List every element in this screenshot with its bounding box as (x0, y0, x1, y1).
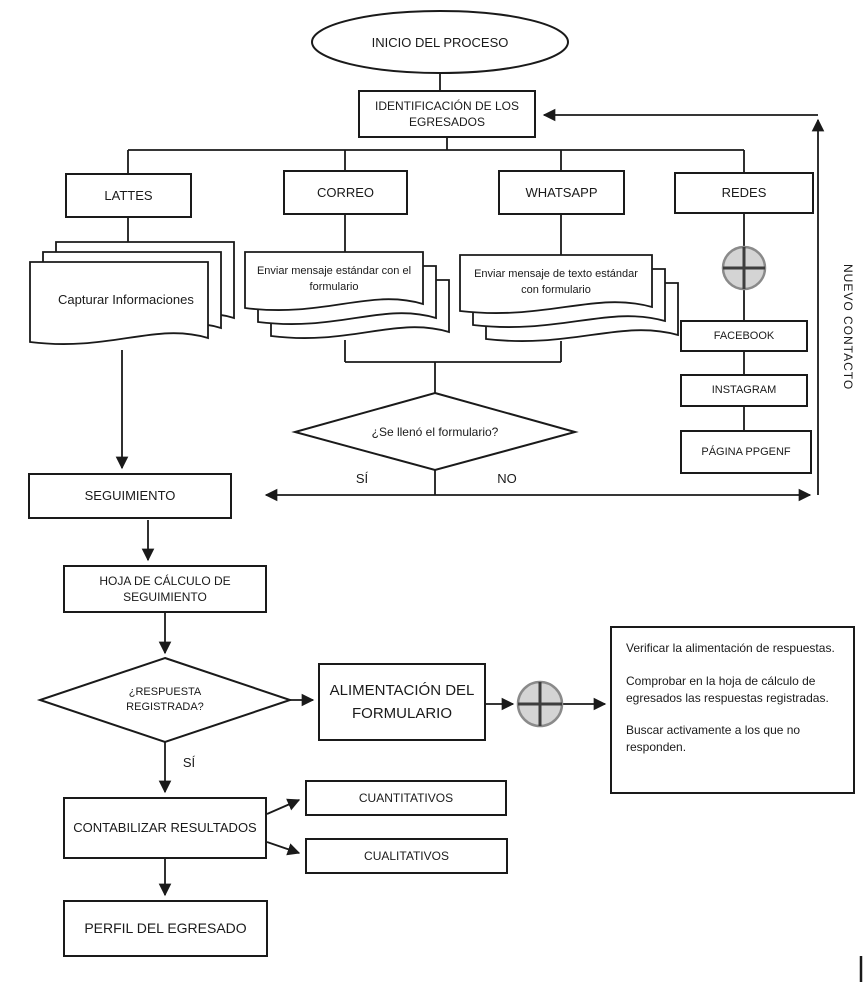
decision-respuesta-label: ¿RESPUESTA REGISTRADA? (126, 685, 204, 713)
start-node-label: INICIO DEL PROCESO (371, 34, 509, 50)
node-cuantitativos: CUANTITATIVOS (305, 780, 507, 816)
node-lattes: LATTES (65, 173, 192, 218)
decision-respuesta-diamond (36, 656, 294, 744)
document-correo-label: Enviar mensaje estándar con el formulari… (256, 265, 412, 293)
node-contabilizar: CONTABILIZAR RESULTADOS (63, 797, 267, 859)
node-cualitativos: CUALITATIVOS (305, 838, 508, 874)
branch-si-label: SÍ (355, 470, 369, 486)
start-ellipse (311, 10, 569, 74)
document-capturar-label: Capturar Informaciones (58, 291, 194, 307)
node-hoja-calculo: HOJA DE CÁLCULO DE SEGUIMIENTO (63, 565, 267, 613)
decision-formulario-label: ¿Se llenó el formulario? (371, 425, 499, 439)
document-stack-lattes (29, 241, 235, 345)
verification-note-box: Verificar la alimentación de respuestas.… (610, 626, 855, 794)
document-stack-correo (244, 251, 450, 339)
node-alimentacion: ALIMENTACIÓN DEL FORMULARIO (318, 663, 486, 741)
node-perfil: PERFIL DEL EGRESADO (63, 900, 268, 957)
node-correo: CORREO (283, 170, 408, 215)
nuevo-contacto-label: NUEVO CONTACTO (841, 264, 855, 391)
note-line-3: Buscar activamente a los que no responde… (626, 723, 801, 755)
document-stack-whatsapp (459, 254, 679, 342)
node-redes: REDES (674, 172, 814, 214)
note-line-2: Comprobar en la hoja de cálculo de egres… (626, 673, 829, 705)
node-instagram: INSTAGRAM (680, 374, 808, 407)
document-whatsapp-label: Enviar mensaje de texto estándar con for… (474, 268, 638, 296)
branch-no-label: NO (497, 470, 517, 486)
junction-plus-icon (516, 680, 564, 728)
decision-formulario-diamond (291, 391, 579, 472)
connector-arrows (115, 108, 825, 897)
node-whatsapp: WHATSAPP (498, 170, 625, 215)
note-line-1: Verificar la alimentación de respuestas. (626, 641, 835, 655)
node-pagina-ppgenf: PÁGINA PPGENF (680, 430, 812, 474)
branch-si2-label: SÍ (182, 754, 196, 770)
connector-lines (127, 73, 863, 982)
node-seguimiento: SEGUIMIENTO (28, 473, 232, 519)
junction-plus-icon (721, 245, 767, 291)
node-identificacion: IDENTIFICACIÓN DE LOS EGRESADOS (358, 90, 536, 138)
node-facebook: FACEBOOK (680, 320, 808, 352)
